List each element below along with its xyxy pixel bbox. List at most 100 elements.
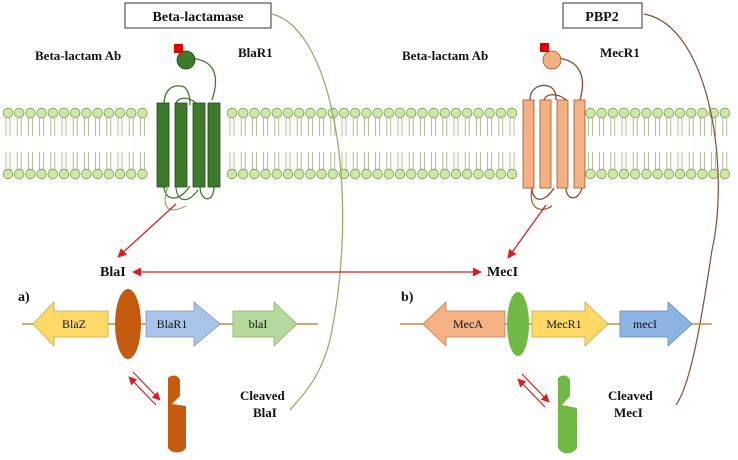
blai-cleavage-arrow-out <box>132 371 161 401</box>
beta-lactam-ab-right <box>540 43 549 52</box>
beta-lactamase-curve <box>271 13 344 411</box>
lipid-head <box>25 107 36 119</box>
meci-repressor-protein <box>507 292 529 356</box>
mecr1-sensor-domain <box>542 50 562 70</box>
lipid-head <box>641 168 652 180</box>
cleaved-meci-label-line2: MecI <box>614 405 643 420</box>
lipid-head <box>350 107 361 119</box>
lipid-head <box>137 107 148 119</box>
pbp2-box: PBP2 <box>562 2 643 29</box>
lipid-head <box>462 107 473 119</box>
lipid-head <box>406 107 417 119</box>
lipid-head <box>137 168 148 180</box>
lipid-head <box>260 107 271 119</box>
lipid-head <box>674 168 686 180</box>
mecr1-tail <box>530 187 553 210</box>
lipid-head <box>305 168 316 180</box>
lipid-head <box>484 107 495 119</box>
lipid-head <box>237 168 249 180</box>
meca-gene: MecA <box>422 301 506 347</box>
lipid-head <box>506 168 518 180</box>
cleaved-blai-protein <box>168 375 186 453</box>
lipid-head <box>652 168 663 180</box>
lipid-head <box>249 168 260 180</box>
lipid-head <box>406 168 417 180</box>
lipid-head <box>271 168 283 180</box>
lipid-head <box>428 168 439 180</box>
svg-text:BlaR1: BlaR1 <box>157 317 188 331</box>
mecr1-receptor <box>522 43 586 210</box>
blar1-receptor-label: BlaR1 <box>238 45 273 60</box>
lipid-head <box>495 107 507 119</box>
lipid-head <box>372 107 383 119</box>
blai-activation-arrow <box>117 203 177 258</box>
lipid-head <box>226 168 238 180</box>
lipid-head <box>585 107 596 119</box>
lipid-head <box>652 107 663 119</box>
lipid-head <box>697 107 708 119</box>
blai-label: BlaI <box>100 265 126 280</box>
cleaved-meci-protein <box>558 375 577 454</box>
blar1-tail <box>164 185 187 211</box>
lipid-head <box>361 107 372 119</box>
lipid-head <box>607 107 619 119</box>
lipid-head <box>450 107 462 119</box>
lipid-head <box>14 168 25 180</box>
lipid-head <box>686 107 697 119</box>
lipid-head <box>36 107 47 119</box>
lipid-head <box>282 107 294 119</box>
lipid-head <box>607 168 619 180</box>
lipid-head <box>350 168 361 180</box>
beta-lactam-ab-label-left: Beta-lactam Ab <box>35 48 121 63</box>
lipid-head <box>237 107 249 119</box>
pbp2-curve <box>643 13 719 406</box>
beta-lactam-ab-left <box>174 44 183 53</box>
meci-cleavage-arrow-back <box>517 378 546 408</box>
svg-text:MecR1: MecR1 <box>546 317 581 331</box>
lipid-head <box>596 107 607 119</box>
lipid-head <box>125 168 137 180</box>
lipid-head <box>618 107 630 119</box>
lipid-head <box>36 168 47 180</box>
meci-activation-arrow <box>507 204 547 259</box>
blar1-gene: BlaR1 <box>145 301 221 347</box>
lipid-head <box>394 107 406 119</box>
lipid-head <box>585 168 596 180</box>
lipid-head <box>327 168 339 180</box>
lipid-head <box>25 168 36 180</box>
lipid-head <box>226 107 238 119</box>
lipid-head <box>495 168 507 180</box>
lipid-head <box>462 168 473 180</box>
blai-gene: blaI <box>232 301 298 347</box>
lipid-head <box>81 168 92 180</box>
blar1-sensor-domain <box>176 50 196 70</box>
cleaved-blai-label-line1: Cleaved <box>240 388 286 403</box>
svg-text:MecA: MecA <box>453 317 483 331</box>
lipid-head <box>596 168 607 180</box>
lipid-head <box>2 168 14 180</box>
panel-a-label: a) <box>18 290 30 305</box>
lipid-head <box>361 168 372 180</box>
lipid-head <box>58 107 70 119</box>
blaz-gene: BlaZ <box>32 301 109 347</box>
lipid-head <box>417 107 428 119</box>
beta-lactamase-box: Beta-lactamase <box>124 2 272 29</box>
lipid-head <box>316 107 327 119</box>
lipid-head <box>294 107 305 119</box>
lipid-head <box>428 107 439 119</box>
lipid-head <box>69 168 81 180</box>
lipid-head <box>58 168 70 180</box>
lipid-head <box>630 168 641 180</box>
lipid-head <box>719 107 731 119</box>
lipid-head <box>663 168 675 180</box>
lipid-head <box>69 107 81 119</box>
lipid-head <box>719 168 731 180</box>
lipid-head <box>372 168 383 180</box>
cleaved-meci-label-line1: Cleaved <box>608 388 654 403</box>
lipid-head <box>383 107 395 119</box>
lipid-head <box>14 107 25 119</box>
lipid-head <box>103 107 115 119</box>
svg-text:BlaZ: BlaZ <box>62 317 86 331</box>
lipid-head <box>305 107 316 119</box>
